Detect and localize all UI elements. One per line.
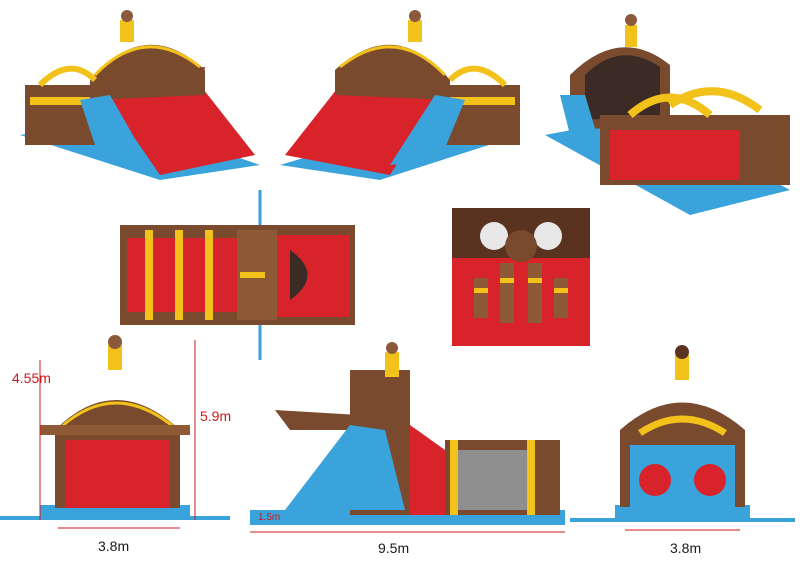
perspective-view-right [280, 5, 530, 190]
top-plan-view [115, 190, 360, 360]
front-height-total-label: 5.9m [200, 408, 232, 424]
front-width-label: 3.8m [98, 538, 130, 554]
interior-detail-view [452, 208, 590, 346]
side-small-label: 1.5m [258, 512, 281, 523]
rear-elevation-view [570, 335, 795, 535]
side-elevation-view [245, 340, 570, 545]
perspective-view-left [10, 5, 265, 190]
front-elevation-view [0, 330, 230, 530]
side-length-label: 9.5m [378, 540, 410, 556]
perspective-view-rear [540, 5, 795, 220]
rear-width-label: 3.8m [670, 540, 702, 556]
front-height-inner-label: 4.55m [12, 370, 51, 386]
